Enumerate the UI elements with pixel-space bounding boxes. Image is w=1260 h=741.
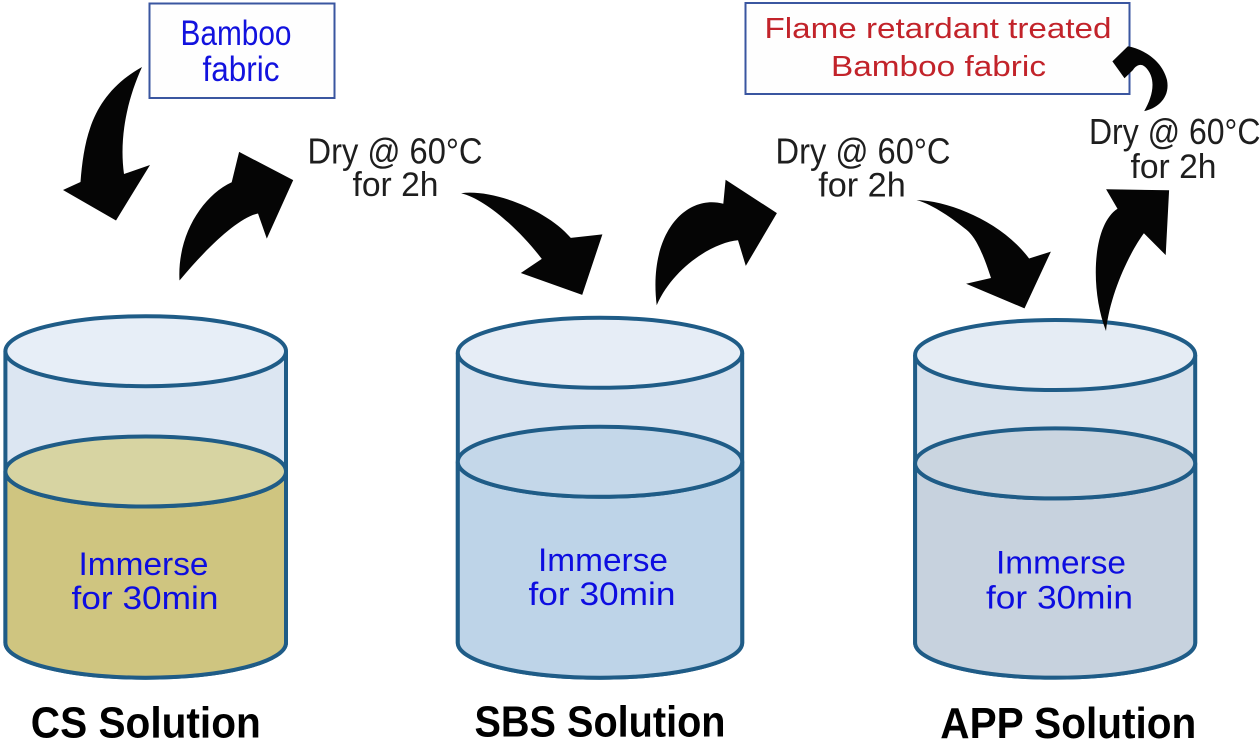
svg-text:for 30min: for 30min [72, 580, 219, 616]
svg-text:Bamboo fabric: Bamboo fabric [831, 51, 1046, 83]
svg-text:for 2h: for 2h [818, 167, 906, 205]
svg-text:Immerse: Immerse [79, 546, 209, 582]
svg-text:Bamboo: Bamboo [181, 14, 292, 53]
svg-text:for 30min: for 30min [529, 576, 676, 612]
svg-text:Dry @ 60°C: Dry @ 60°C [1089, 111, 1260, 152]
svg-text:CS Solution: CS Solution [31, 698, 261, 741]
svg-text:Dry @ 60°C: Dry @ 60°C [776, 131, 951, 172]
svg-text:Dry @ 60°C: Dry @ 60°C [308, 130, 483, 171]
svg-text:for 2h: for 2h [1131, 148, 1217, 186]
svg-text:Flame retardant treated: Flame retardant treated [765, 13, 1112, 45]
svg-text:Immerse: Immerse [538, 542, 668, 578]
svg-text:Immerse: Immerse [996, 545, 1126, 581]
svg-text:for 2h: for 2h [353, 166, 439, 204]
svg-text:SBS Solution: SBS Solution [475, 698, 726, 741]
svg-text:fabric: fabric [203, 50, 280, 89]
svg-text:APP Solution: APP Solution [940, 699, 1196, 741]
svg-text:for 30min: for 30min [986, 580, 1133, 616]
